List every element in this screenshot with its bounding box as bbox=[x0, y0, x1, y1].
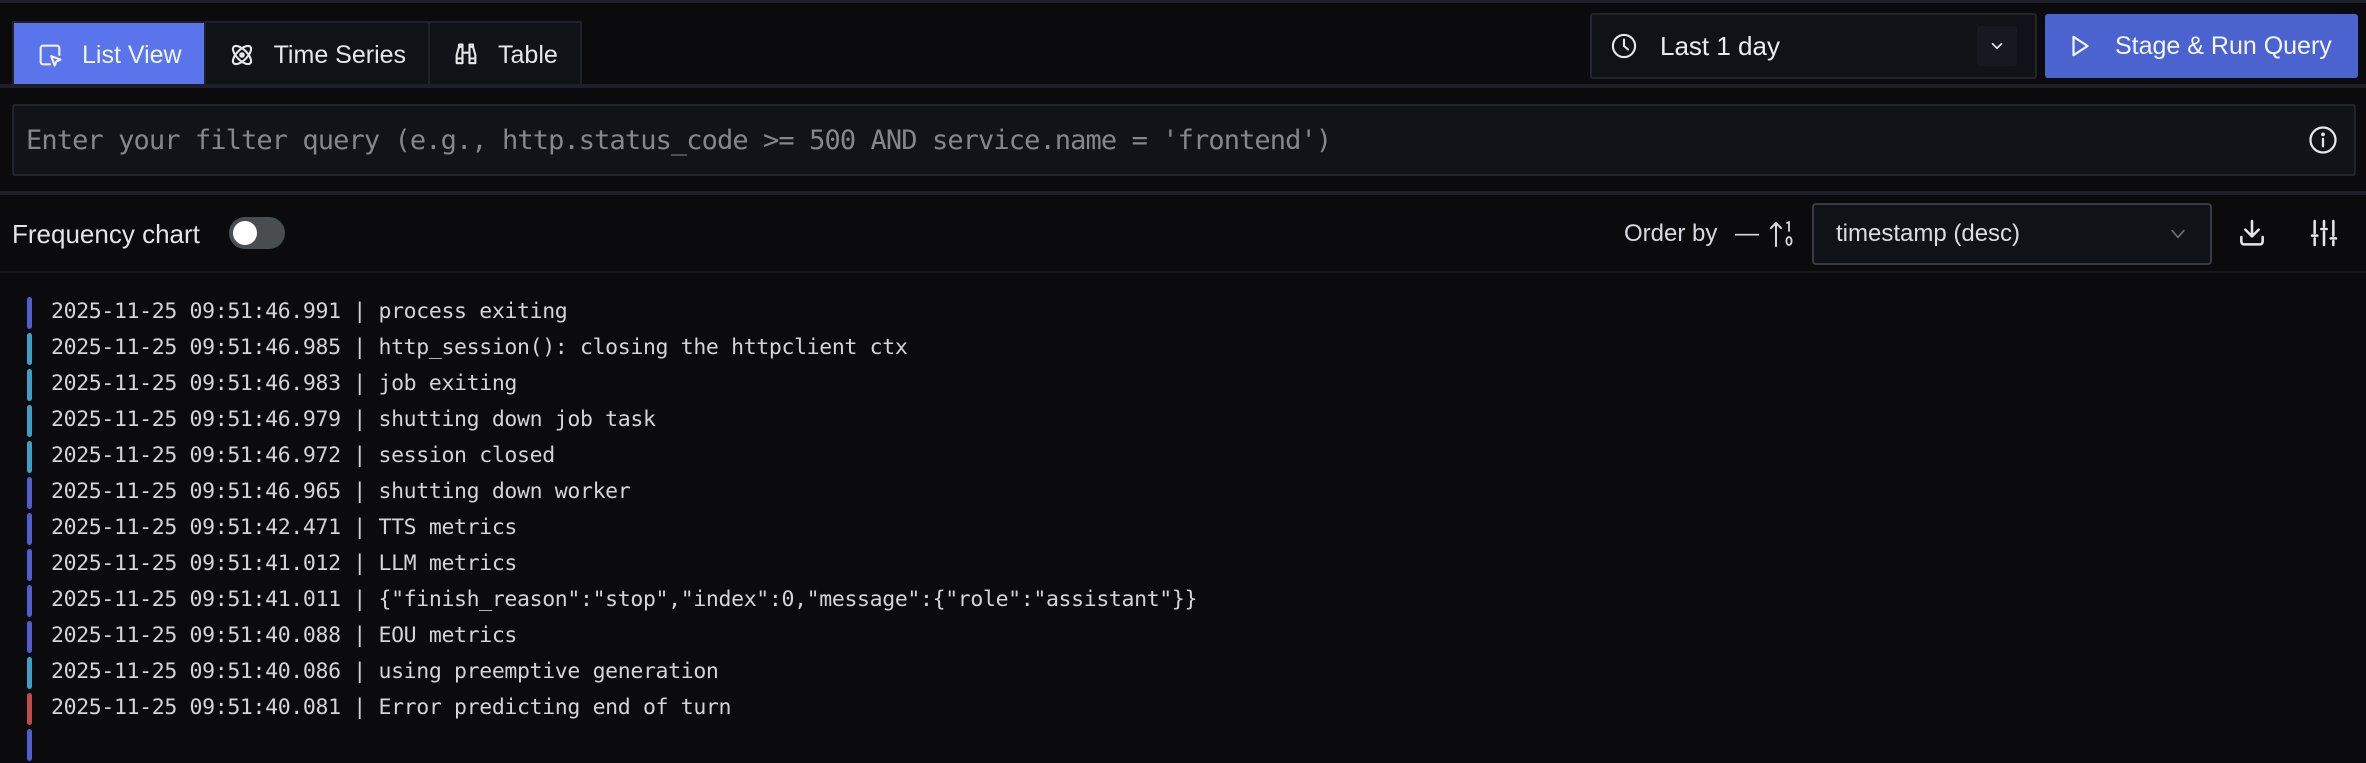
severity-indicator bbox=[27, 441, 32, 473]
log-text: 2025-11-25 09:51:46.991 | process exitin… bbox=[51, 299, 568, 324]
list-view-cursor-icon bbox=[39, 44, 62, 67]
toggle-knob bbox=[233, 221, 257, 245]
log-row[interactable]: 2025-11-25 09:51:40.081 | Error predicti… bbox=[0, 691, 2366, 727]
severity-indicator bbox=[27, 549, 32, 581]
frequency-chart-toggle[interactable] bbox=[229, 217, 285, 249]
severity-indicator bbox=[27, 513, 32, 545]
severity-indicator bbox=[27, 297, 32, 329]
clock-icon bbox=[1611, 33, 1637, 59]
order-by-label: Order by bbox=[1624, 220, 1718, 247]
time-range-select[interactable]: Last 1 day bbox=[1590, 13, 2037, 79]
log-text: 2025-11-25 09:51:46.965 | shutting down … bbox=[51, 479, 631, 504]
log-text: 2025-11-25 09:51:46.983 | job exiting bbox=[51, 371, 518, 396]
log-row[interactable]: 2025-11-25 09:51:46.979 | shutting down … bbox=[0, 403, 2366, 439]
tab-time-series[interactable]: Time Series bbox=[206, 23, 431, 87]
severity-indicator bbox=[27, 585, 32, 617]
atom-icon bbox=[231, 44, 252, 66]
tab-label: Time Series bbox=[273, 40, 407, 69]
severity-indicator bbox=[27, 333, 32, 365]
log-row[interactable]: 2025-11-25 09:51:46.972 | session closed bbox=[0, 439, 2366, 475]
severity-indicator bbox=[27, 621, 32, 653]
log-row[interactable]: 2025-11-25 09:51:41.012 | LLM metrics bbox=[0, 547, 2366, 583]
log-text: 2025-11-25 09:51:46.979 | shutting down … bbox=[51, 407, 656, 432]
top-border bbox=[0, 0, 2366, 3]
time-range-label: Last 1 day bbox=[1660, 30, 1780, 61]
order-by-separator: — bbox=[1735, 220, 1759, 247]
log-row[interactable]: 2025-11-25 09:51:46.985 | http_session()… bbox=[0, 331, 2366, 367]
order-by-value: timestamp (desc) bbox=[1836, 220, 2021, 247]
toolbar-divider bbox=[0, 271, 2366, 273]
results-toolbar: Frequency chart Order by — timestamp (de… bbox=[0, 195, 2366, 271]
log-text: 2025-11-25 09:51:41.011 | {"finish_reaso… bbox=[51, 587, 1198, 612]
chevron-down-icon bbox=[1991, 42, 2003, 50]
time-range-dropdown-button[interactable] bbox=[1977, 26, 2017, 66]
log-row[interactable]: 2025-11-25 09:51:40.088 | EOU metrics bbox=[0, 619, 2366, 655]
log-row[interactable]: 2025-11-25 09:51:46.991 | process exitin… bbox=[0, 295, 2366, 331]
info-icon[interactable] bbox=[2308, 125, 2338, 155]
tab-label: List View bbox=[82, 40, 182, 69]
severity-indicator bbox=[27, 729, 32, 761]
sliders-icon[interactable] bbox=[2308, 217, 2340, 249]
tab-list-view[interactable]: List View bbox=[14, 23, 206, 87]
log-text: 2025-11-25 09:51:46.985 | http_session()… bbox=[51, 335, 908, 360]
log-row[interactable]: 2025-11-25 09:51:46.965 | shutting down … bbox=[0, 475, 2366, 511]
severity-indicator bbox=[27, 477, 32, 509]
log-text: 2025-11-25 09:51:40.088 | EOU metrics bbox=[51, 623, 518, 648]
log-text: 2025-11-25 09:51:40.081 | Error predicti… bbox=[51, 695, 732, 720]
sort-ascending-icon[interactable] bbox=[1768, 219, 1796, 249]
order-by-select[interactable]: timestamp (desc) bbox=[1812, 203, 2212, 265]
tab-table[interactable]: Table bbox=[430, 23, 580, 87]
log-row[interactable] bbox=[0, 727, 2366, 763]
query-header: List View Time Series Table Last 1 da bbox=[0, 3, 2366, 87]
run-button-label: Stage & Run Query bbox=[2115, 31, 2332, 60]
severity-indicator bbox=[27, 657, 32, 689]
filter-divider bbox=[0, 191, 2366, 195]
play-icon bbox=[2072, 35, 2089, 57]
chevron-down-icon bbox=[2171, 229, 2185, 239]
tab-label: Table bbox=[498, 40, 558, 69]
binoculars-icon bbox=[455, 43, 477, 65]
log-row[interactable]: 2025-11-25 09:51:41.011 | {"finish_reaso… bbox=[0, 583, 2366, 619]
stage-run-query-button[interactable]: Stage & Run Query bbox=[2045, 14, 2358, 78]
view-tabs: List View Time Series Table bbox=[12, 21, 582, 87]
log-row[interactable]: 2025-11-25 09:51:42.471 | TTS metrics bbox=[0, 511, 2366, 547]
header-divider bbox=[0, 84, 2366, 88]
log-text: 2025-11-25 09:51:42.471 | TTS metrics bbox=[51, 515, 518, 540]
download-icon[interactable] bbox=[2236, 217, 2268, 249]
filter-query-box bbox=[12, 104, 2356, 176]
log-text: 2025-11-25 09:51:41.012 | LLM metrics bbox=[51, 551, 518, 576]
filter-query-input[interactable] bbox=[26, 124, 2308, 156]
log-text: 2025-11-25 09:51:40.086 | using preempti… bbox=[51, 659, 719, 684]
frequency-chart-label: Frequency chart bbox=[12, 219, 200, 249]
log-text: 2025-11-25 09:51:46.972 | session closed bbox=[51, 443, 555, 468]
severity-indicator bbox=[27, 405, 32, 437]
severity-indicator bbox=[27, 693, 32, 725]
severity-indicator bbox=[27, 369, 32, 401]
log-row[interactable]: 2025-11-25 09:51:40.086 | using preempti… bbox=[0, 655, 2366, 691]
log-row[interactable]: 2025-11-25 09:51:46.983 | job exiting bbox=[0, 367, 2366, 403]
log-list: 2025-11-25 09:51:46.991 | process exitin… bbox=[0, 295, 2366, 763]
